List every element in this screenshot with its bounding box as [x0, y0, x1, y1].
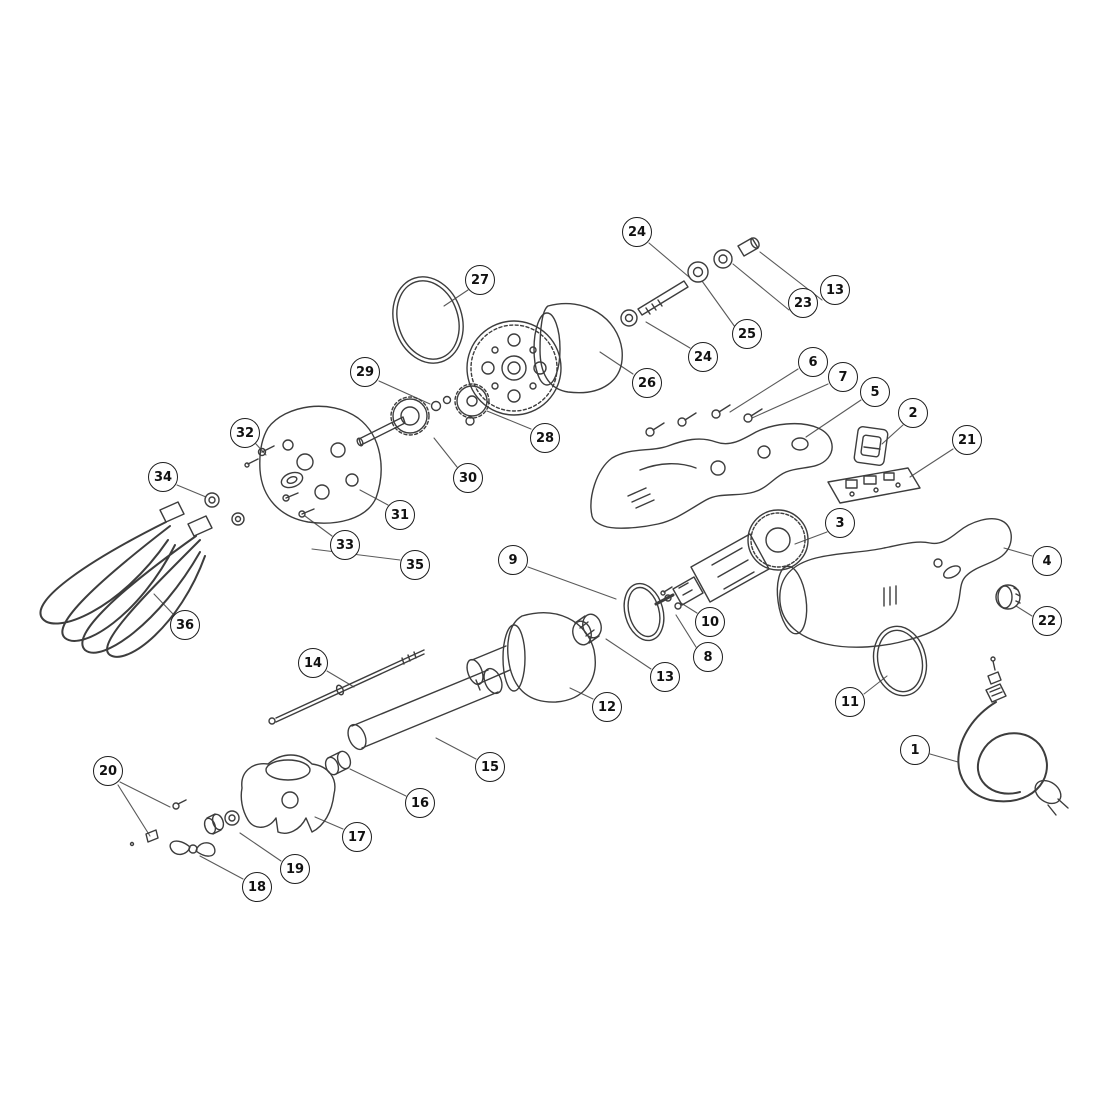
- part-callout-6: 6: [798, 347, 828, 377]
- housing-screws: [245, 446, 314, 517]
- part-callout-17: 17: [342, 822, 372, 852]
- part-callout-3: 3: [825, 508, 855, 538]
- drive-coupler: [570, 612, 604, 647]
- gear-plate: [467, 321, 561, 415]
- part-callout-7: 7: [828, 362, 858, 392]
- part-callout-15: 15: [475, 752, 505, 782]
- cutter-blade: [170, 841, 215, 856]
- spindle-shaft-assembly: [621, 236, 761, 326]
- part-callout-8: 8: [693, 642, 723, 672]
- part-callout-21: 21: [952, 425, 982, 455]
- part-callout-30: 30: [453, 463, 483, 493]
- part-callout-36: 36: [170, 610, 200, 640]
- part-callout-1: 1: [900, 735, 930, 765]
- part-callout-32: 32: [230, 418, 260, 448]
- part-callout-31: 31: [385, 500, 415, 530]
- power-switch: [854, 426, 889, 466]
- blade-hub: [203, 811, 239, 835]
- shaft-tube: [345, 666, 506, 752]
- drive-shaft: [269, 650, 424, 724]
- part-callout-29: 29: [350, 357, 380, 387]
- seal-ring: [618, 579, 670, 645]
- gear-cluster: [356, 384, 489, 447]
- part-callout-18: 18: [242, 872, 272, 902]
- washers: [205, 493, 244, 525]
- circuit-board: [828, 468, 920, 503]
- gearbox-dome: [534, 304, 622, 393]
- clamp-ring: [867, 621, 932, 700]
- part-callout-14: 14: [298, 648, 328, 678]
- part-callout-2: 2: [898, 398, 928, 428]
- part-callout-16: 16: [405, 788, 435, 818]
- blade-guard: [241, 755, 335, 833]
- part-callout-20: 20: [93, 756, 123, 786]
- end-cap: [996, 585, 1020, 609]
- part-callout-12: 12: [592, 692, 622, 722]
- part-callout-35: 35: [400, 550, 430, 580]
- part-callout-19: 19: [280, 854, 310, 884]
- part-callout-33: 33: [330, 530, 360, 560]
- small-fasteners: [131, 800, 187, 846]
- leader-lines: [118, 243, 1032, 879]
- part-callout-24: 24: [622, 217, 652, 247]
- part-callout-22: 22: [1032, 606, 1062, 636]
- motor-housing-half: [591, 424, 832, 529]
- gearbox-housing: [260, 406, 381, 523]
- part-callout-13: 13: [820, 275, 850, 305]
- housing-screw-set: [646, 405, 762, 436]
- part-callout-13: 13: [650, 662, 680, 692]
- part-callout-34: 34: [148, 462, 178, 492]
- blender-bell: [464, 613, 595, 702]
- part-callout-11: 11: [835, 687, 865, 717]
- part-callout-23: 23: [788, 288, 818, 318]
- tube-bushing: [323, 749, 352, 776]
- part-callout-24: 24: [688, 342, 718, 372]
- part-callout-27: 27: [465, 265, 495, 295]
- part-callout-4: 4: [1032, 546, 1062, 576]
- part-callout-9: 9: [498, 545, 528, 575]
- part-callout-25: 25: [732, 319, 762, 349]
- part-callout-28: 28: [530, 423, 560, 453]
- part-callout-5: 5: [860, 377, 890, 407]
- part-callout-10: 10: [695, 607, 725, 637]
- motor-screws: [661, 587, 681, 609]
- power-cord: [958, 657, 1068, 815]
- rear-housing: [773, 519, 1011, 647]
- gasket-ring: [382, 268, 474, 373]
- whisk-attachment: [40, 502, 212, 657]
- part-callout-26: 26: [632, 368, 662, 398]
